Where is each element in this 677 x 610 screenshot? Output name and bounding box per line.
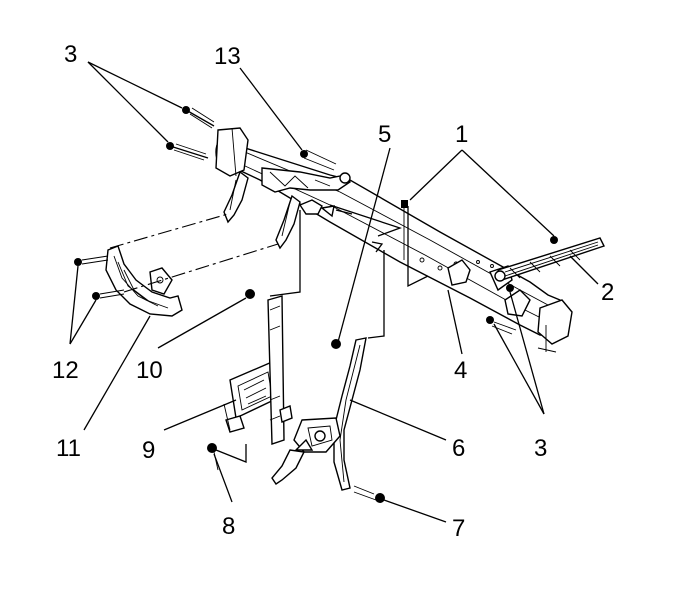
nut-10 xyxy=(245,289,255,299)
callout-2: 2 xyxy=(601,279,614,306)
callout-3-top-left: 3 xyxy=(64,41,77,68)
bolt-1a xyxy=(401,200,408,260)
leader-lines xyxy=(69,61,599,523)
bolt-8 xyxy=(207,443,219,471)
assembly-lines xyxy=(109,204,429,463)
callout-12: 12 xyxy=(52,357,79,384)
callout-10: 10 xyxy=(136,357,163,384)
part-11-bracket xyxy=(105,245,183,317)
fasteners xyxy=(74,106,558,503)
bolt-12a xyxy=(74,255,109,266)
bolt-1b xyxy=(550,236,558,244)
part-6-support xyxy=(271,337,367,491)
callout-labels: 3 13 5 1 2 4 3 6 7 8 9 10 11 12 xyxy=(52,41,614,542)
bolt-3a xyxy=(182,106,215,129)
callout-1: 1 xyxy=(455,121,468,148)
callout-4: 4 xyxy=(454,357,467,384)
nut-5 xyxy=(331,339,341,349)
callout-5: 5 xyxy=(378,121,391,148)
bolt-13 xyxy=(300,149,337,171)
part-9-plate xyxy=(223,295,293,445)
part-2-brace xyxy=(494,237,605,282)
callout-6: 6 xyxy=(452,435,465,462)
callout-7: 7 xyxy=(452,515,465,542)
bolt-3b xyxy=(166,142,209,161)
callout-3-right: 3 xyxy=(534,435,547,462)
bolt-3c xyxy=(506,284,514,292)
cross-car-beam xyxy=(215,127,573,353)
callout-8: 8 xyxy=(222,513,235,540)
callout-13: 13 xyxy=(214,43,241,70)
callout-11: 11 xyxy=(56,435,81,462)
callout-9: 9 xyxy=(142,437,155,464)
bolt-7 xyxy=(353,485,385,503)
bolt-12b xyxy=(92,289,125,300)
